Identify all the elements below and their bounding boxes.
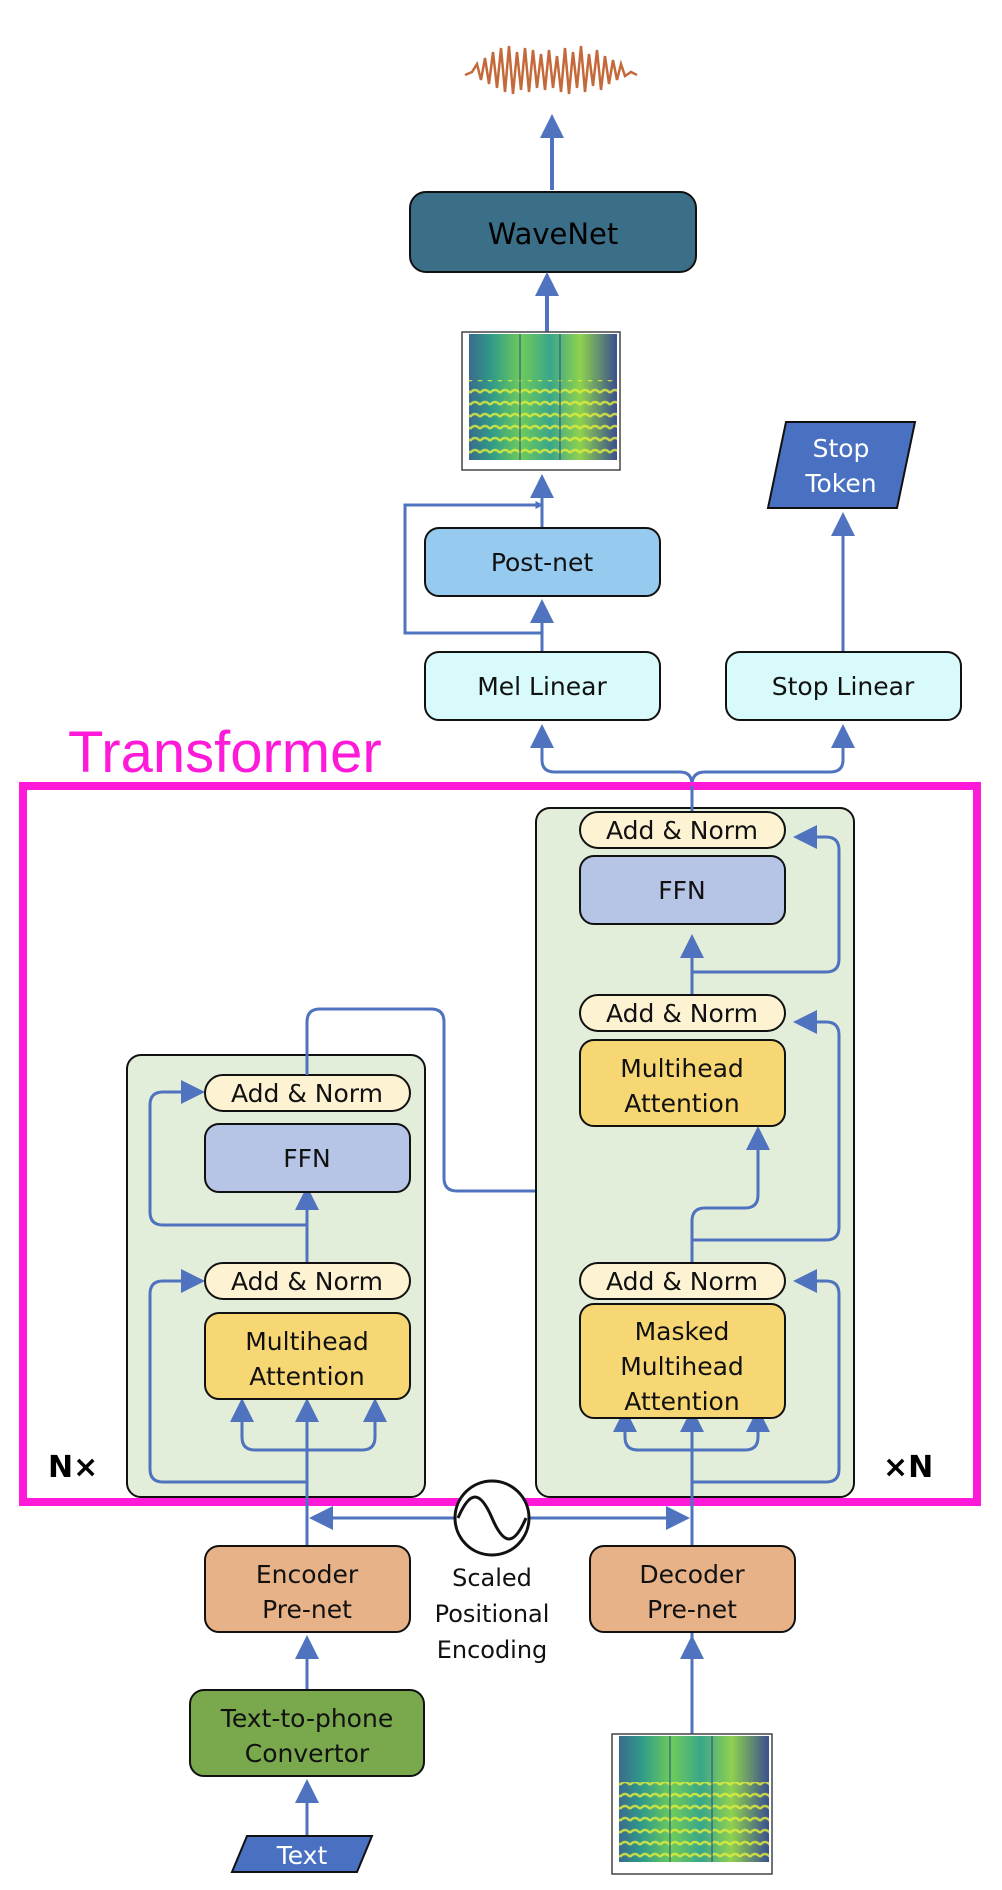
dec-masked-to-mha-q [690, 1126, 770, 1263]
stop-linear-label: Stop Linear [772, 672, 915, 701]
enc-ffn-block: FFN [204, 1123, 411, 1193]
dec-ffn-label: FFN [658, 876, 705, 905]
dec-mha-block: Multihead Attention [579, 1039, 786, 1127]
dec-mha-line1: Multihead [620, 1054, 744, 1083]
dec-masked-mha-line1: Masked [635, 1317, 730, 1346]
enc-ffn-label: FFN [283, 1144, 330, 1173]
text-input-shape: Text [230, 1835, 374, 1873]
arrow-split-to-mel-linear [530, 724, 694, 820]
dec-add-norm-bottom-label: Add & Norm [606, 1267, 758, 1296]
decoder-repeat-label: ×N [883, 1450, 933, 1485]
transformer-title: Transformer [68, 720, 382, 785]
pe-label-line2: Positional [435, 1600, 550, 1628]
dec-masked-mha-line3: Attention [624, 1387, 739, 1416]
text-input-label: Text [276, 1841, 328, 1870]
dec-masked-mha-block: Masked Multihead Attention [579, 1303, 786, 1419]
sine-wave-icon [453, 1479, 531, 1557]
arrow-split-to-stop-linear [690, 724, 855, 786]
decoder-prenet-line2: Pre-net [647, 1595, 737, 1624]
text-to-phone-line1: Text-to-phone [220, 1704, 393, 1733]
stop-token-line1: Stop [813, 434, 870, 463]
dec-mha-line2: Attention [624, 1089, 739, 1118]
mel-linear-block: Mel Linear [424, 651, 661, 721]
wavenet-label: WaveNet [488, 217, 619, 251]
enc-add-norm-bottom: Add & Norm [204, 1262, 411, 1300]
dec-add-norm-top: Add & Norm [579, 811, 786, 849]
decoder-prenet-line1: Decoder [639, 1560, 745, 1589]
enc-mha-line1: Multihead [245, 1327, 369, 1356]
dec-masked-mha-line2: Multihead [620, 1352, 744, 1381]
decoder-prenet-block: Decoder Pre-net [589, 1545, 796, 1633]
mel-spectrogram-icon [461, 331, 621, 471]
dec-ffn-block: FFN [579, 855, 786, 925]
dec-arrow-q [692, 1408, 770, 1452]
pe-label-line3: Encoding [437, 1636, 548, 1664]
encoder-prenet-line2: Pre-net [262, 1595, 352, 1624]
encoder-prenet-line1: Encoder [256, 1560, 359, 1589]
dec-add-norm-top-label: Add & Norm [606, 816, 758, 845]
stop-token-line2: Token [804, 469, 876, 498]
postnet-block: Post-net [424, 527, 661, 597]
enc-residual-2 [148, 1080, 307, 1227]
dec-add-norm-mid: Add & Norm [579, 994, 786, 1032]
input-mel-spectrogram-icon [611, 1733, 773, 1875]
enc-residual-1 [148, 1269, 307, 1484]
enc-mha-block: Multihead Attention [204, 1312, 411, 1400]
enc-add-norm-bottom-label: Add & Norm [231, 1267, 383, 1296]
encoder-prenet-block: Encoder Pre-net [204, 1545, 411, 1633]
enc-arrow-q [307, 1398, 387, 1452]
dec-add-norm-mid-label: Add & Norm [606, 999, 758, 1028]
dec-residual-1 [692, 1269, 841, 1484]
enc-add-norm-top: Add & Norm [204, 1074, 411, 1112]
waveform-icon [464, 45, 638, 95]
mel-linear-label: Mel Linear [477, 672, 607, 701]
dec-arrow-k [613, 1408, 692, 1452]
text-to-phone-line2: Convertor [245, 1739, 370, 1768]
dec-residual-3 [692, 825, 841, 974]
postnet-label: Post-net [491, 548, 594, 577]
dec-residual-2 [692, 1010, 841, 1242]
stop-linear-block: Stop Linear [725, 651, 962, 721]
enc-add-norm-top-label: Add & Norm [231, 1079, 383, 1108]
text-to-phone-block: Text-to-phone Convertor [189, 1689, 425, 1777]
wavenet-block: WaveNet [409, 191, 697, 273]
encoder-repeat-label: N× [48, 1450, 98, 1485]
stop-token-shape: Stop Token [766, 421, 917, 509]
enc-arrow-k [230, 1398, 307, 1452]
dec-add-norm-bottom: Add & Norm [579, 1262, 786, 1300]
enc-mha-line2: Attention [249, 1362, 364, 1391]
pe-label-line1: Scaled [452, 1564, 532, 1592]
